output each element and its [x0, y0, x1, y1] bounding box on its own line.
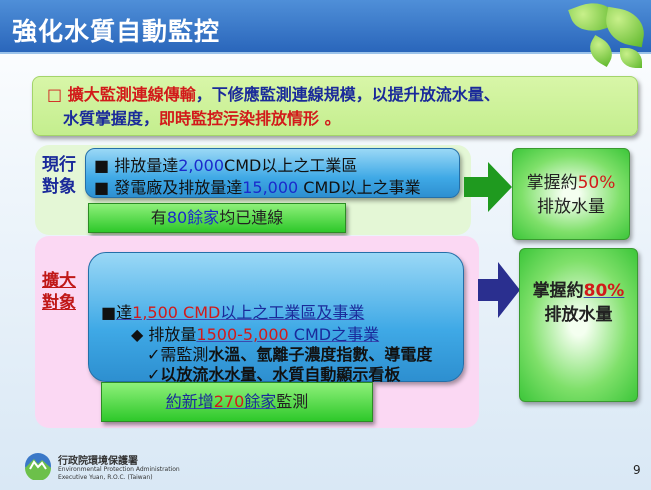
intro-text-2: 水質掌握度，: [63, 109, 160, 128]
current-item-2: ■ 發電廠及排放量達15,000 CMD以上之事業: [94, 178, 421, 197]
current-label: 現行對象: [42, 155, 76, 197]
org-name-en: Environmental Protection Administration: [58, 466, 180, 473]
checkbox-bullet-icon: □: [47, 85, 63, 104]
expand-result-box: 掌握約80%排放水量: [519, 248, 638, 402]
expand-label: 擴大對象: [42, 271, 76, 313]
page-number: 9: [633, 463, 641, 477]
expand-criteria-box: ■達1,500 CMD以上之工業區及事業 ◆ 排放量1500-5,000 CMD…: [88, 252, 464, 384]
arrow-right-icon: [478, 262, 520, 318]
slide-title: 強化水質自動監控: [12, 17, 221, 46]
epa-logo-icon: [25, 453, 51, 480]
arrow-right-icon: [464, 162, 512, 212]
current-criteria-box: ■ 排放量達2,000CMD以上之工業區 ■ 發電廠及排放量達15,000 CM…: [85, 148, 460, 198]
intro-highlight-1: 擴大監測連線傳輸: [67, 85, 196, 104]
expand-item-4: ✓以放流水水量、水質自動顯示看板: [147, 365, 401, 384]
expand-item-3: ✓需監測水溫、氫離子濃度指數、導電度: [147, 345, 433, 364]
current-result-box: 掌握約50%排放水量: [512, 148, 630, 240]
expand-new-bar: 約新增270餘家監測: [101, 382, 373, 422]
expand-item-2: ◆ 排放量1500-5,000 CMD之事業: [131, 325, 380, 344]
org-name-zh: 行政院環境保護署: [58, 456, 138, 467]
intro-box: □ 擴大監測連線傳輸，下修應監測連線規模，以提升放流水量、 水質掌握度，即時監控…: [32, 76, 638, 136]
intro-period: 。: [319, 109, 341, 128]
current-item-1: ■ 排放量達2,000CMD以上之工業區: [94, 156, 358, 175]
intro-highlight-2: 即時監控污染排放情形: [159, 109, 320, 128]
org-name-en-2: Executive Yuan, R.O.C. (Taiwan): [58, 474, 153, 481]
expand-item-1: ■達1,500 CMD以上之工業區及事業: [101, 303, 365, 322]
current-connected-bar: 有80餘家均已連線: [88, 203, 346, 233]
intro-text-1: ，下修應監測連線規模，以提升放流水量、: [195, 85, 500, 104]
title-bar: 強化水質自動監控: [0, 0, 651, 54]
